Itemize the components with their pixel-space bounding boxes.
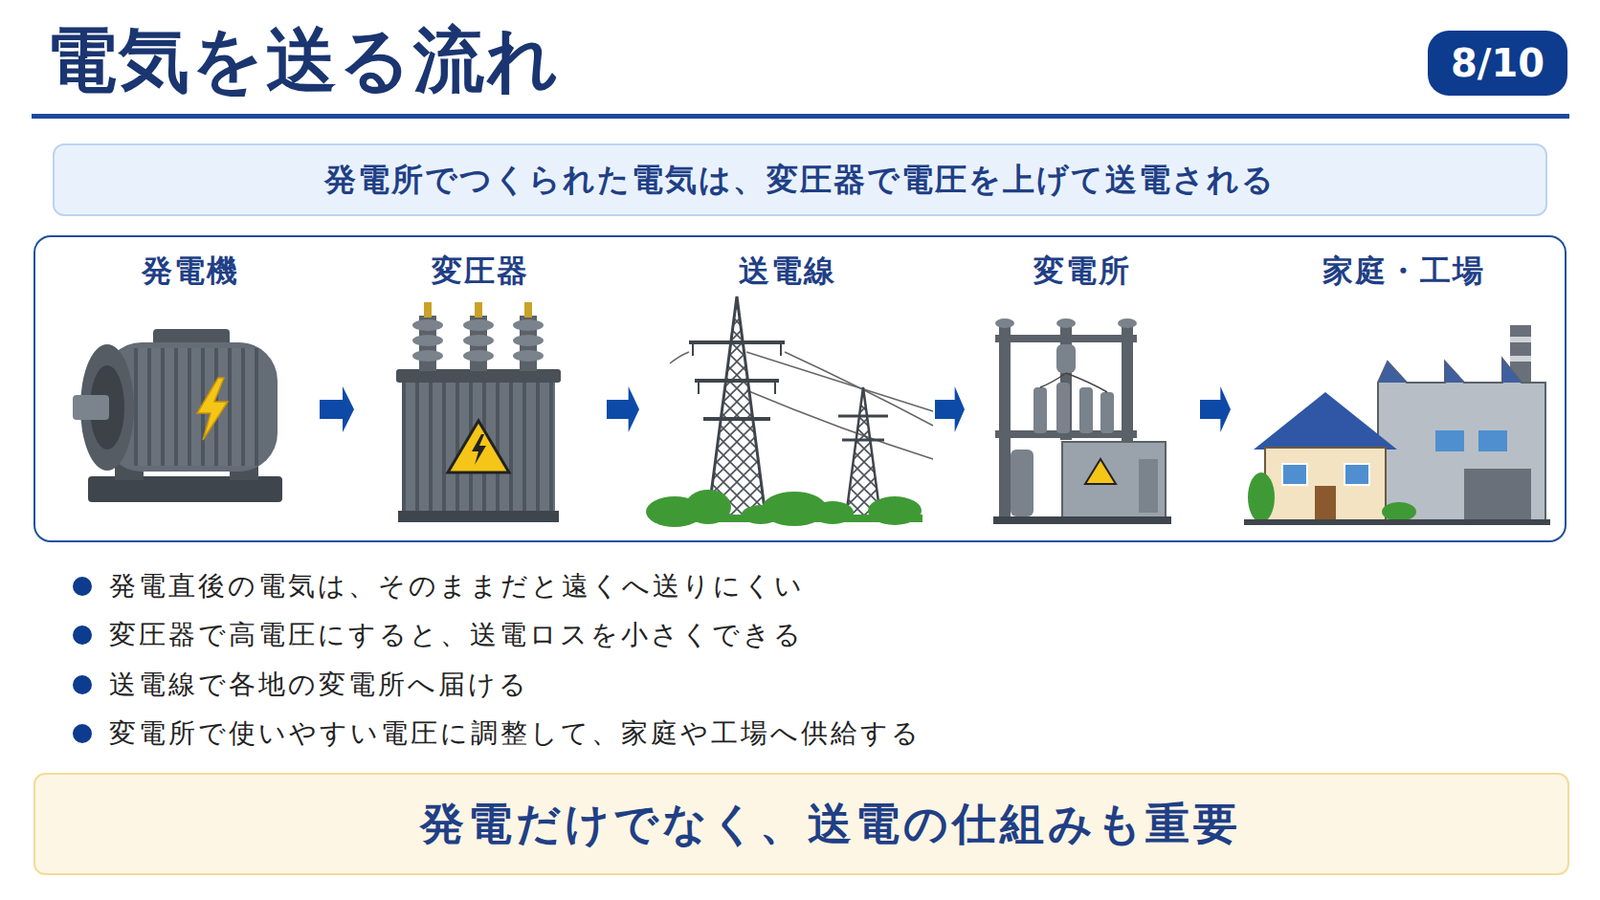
substation-illustration: [993, 318, 1172, 525]
step-substation-text: 変電所: [974, 250, 1191, 293]
step-transformer: 変圧器: [363, 250, 598, 529]
transformer-illustration: [396, 302, 561, 523]
bullet-text: 変電所で使いやすい電圧に調整して、家庭や工場へ供給する: [109, 715, 922, 753]
page-badge: 8/10: [1427, 30, 1568, 96]
summary-banner: 発電所でつくられた電気は、変圧器で電圧を上げて送電される: [52, 143, 1548, 217]
flow-arrow: [934, 386, 965, 433]
step-home-factory-text: 家庭・工場: [1240, 250, 1567, 293]
bullet-dot: [72, 675, 92, 695]
home-factory-illustration: [1244, 325, 1551, 526]
bullet-dot: [72, 577, 92, 597]
step-transformer-text: 変圧器: [363, 250, 598, 293]
flow-arrow: [1200, 386, 1231, 433]
step-transmission-text: 送電線: [648, 250, 926, 293]
step-generator-text: 発電機: [69, 250, 311, 293]
flow-arrow: [606, 386, 640, 433]
bullet-dot: [72, 625, 92, 645]
flow-arrow: [319, 386, 355, 433]
bullet-dot: [72, 724, 92, 744]
bullet-text: 送電線で各地の変電所へ届ける: [109, 666, 530, 704]
generator-illustration: [72, 329, 283, 503]
page-title: 電気を送る流れ: [45, 13, 1600, 110]
bullet-text: 発電直後の電気は、そのままだと遠くへ送りにくい: [109, 568, 805, 605]
title-rule: [31, 113, 1570, 119]
transmission-illustration: [645, 296, 934, 528]
key-point-callout-text: 発電だけでなく、送電の仕組みも重要: [420, 795, 1242, 855]
step-substation: 変電所: [974, 250, 1191, 529]
step-generator: 発電機: [69, 250, 311, 529]
step-home-factory: 家庭・工場: [1240, 250, 1567, 529]
step-transmission: 送電線: [648, 250, 926, 529]
summary-banner-text: 発電所でつくられた電気は、変圧器で電圧を上げて送電される: [324, 158, 1276, 202]
key-point-callout: 発電だけでなく、送電の仕組みも重要: [33, 773, 1570, 876]
bullet-text: 変圧器で高電圧にすると、送電ロスを小さくできる: [109, 617, 804, 654]
page-badge-text: 8/10: [1450, 41, 1545, 86]
